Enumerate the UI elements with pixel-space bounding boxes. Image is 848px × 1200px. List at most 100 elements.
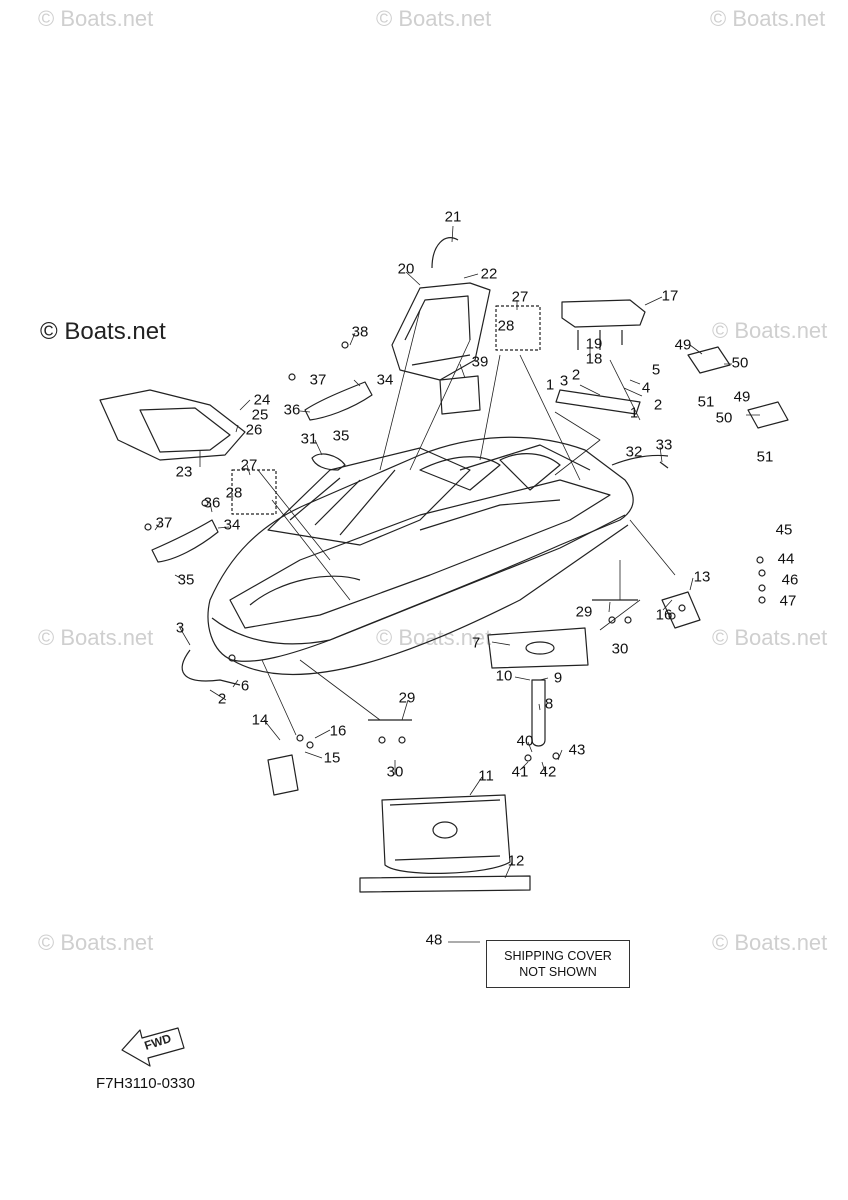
callout-2: 2 [571,366,581,384]
callout-38: 38 [351,323,369,341]
callout-2: 2 [217,690,227,708]
callout-1: 1 [545,376,555,394]
callout-22: 22 [480,265,498,283]
callout-18: 18 [585,350,603,368]
callout-28: 28 [497,317,515,335]
part-7-plate [487,627,589,669]
part-20-frame [391,282,491,381]
callout-15: 15 [323,749,341,767]
callout-44: 44 [777,550,795,568]
part-34-handle-lower [151,519,219,563]
hull-chine [211,514,626,645]
watermark: © Boats.net [712,625,828,650]
fwd-label: FWD [143,1031,174,1053]
part-34-handle-upper [304,381,373,421]
callout-7: 7 [471,634,481,652]
callout-16: 16 [655,606,673,624]
watermark: © Boats.net [38,625,154,650]
part-8-bracket [531,679,546,747]
callout-23: 23 [175,463,193,481]
shipping-cover-note: SHIPPING COVER NOT SHOWN [486,940,630,988]
part-49-pad-b [747,401,789,429]
callout-49: 49 [733,388,751,406]
part-32-tube [611,454,669,466]
callout-51: 51 [697,393,715,411]
callout-40: 40 [516,732,534,750]
callout-27: 27 [511,288,529,306]
part-2-hose [181,649,241,686]
callout-19: 19 [585,335,603,353]
callout-35: 35 [177,571,195,589]
callout-50: 50 [731,354,749,372]
watermark: © Boats.net [710,6,826,31]
callout-12: 12 [507,852,525,870]
callout-43: 43 [568,741,586,759]
callout-46: 46 [781,571,799,589]
callout-42: 42 [539,763,557,781]
windshield-outline [267,447,471,546]
callout-34: 34 [223,516,241,534]
part-14-latch [267,754,299,796]
part-21-cable [431,237,459,269]
callout-30: 30 [611,640,629,658]
callout-26: 26 [245,421,263,439]
callout-21: 21 [444,208,462,226]
callout-17: 17 [661,287,679,305]
callout-9: 9 [553,669,563,687]
callout-2: 2 [653,396,663,414]
callout-3: 3 [559,372,569,390]
callout-29: 29 [575,603,593,621]
fwd-arrow-icon: FWD [143,1031,174,1053]
callout-4: 4 [641,379,651,397]
note-line-2: NOT SHOWN [519,965,597,979]
callout-35: 35 [332,427,350,445]
callout-51: 51 [756,448,774,466]
part-23-cover [99,389,246,461]
callout-31: 31 [300,430,318,448]
callout-27: 27 [240,456,258,474]
callout-5: 5 [651,361,661,379]
callout-50: 50 [715,409,733,427]
callout-28: 28 [225,484,243,502]
part-11-bag [381,794,511,874]
callout-6: 6 [240,677,250,695]
part-12-strip [359,875,531,893]
callout-10: 10 [495,667,513,685]
callout-3: 3 [175,619,185,637]
diagram-code: F7H3110-0330 [96,1075,195,1092]
cockpit-outline [229,479,611,629]
callout-47: 47 [779,592,797,610]
callout-49: 49 [674,336,692,354]
callout-33: 33 [655,436,673,454]
callout-8: 8 [544,695,554,713]
callout-48: 48 [425,931,443,949]
callout-14: 14 [251,711,269,729]
watermark: © Boats.net [38,6,154,31]
callout-41: 41 [511,763,529,781]
callout-25: 25 [251,406,269,424]
callout-16: 16 [329,722,347,740]
hull-bottom [231,524,629,676]
callout-39: 39 [471,353,489,371]
watermark: © Boats.net [376,6,492,31]
callout-37: 37 [155,514,173,532]
part-49-pad-a [687,346,731,374]
callout-30: 30 [386,763,404,781]
callout-36: 36 [283,401,301,419]
callout-36: 36 [203,494,221,512]
note-line-1: SHIPPING COVER [504,949,612,963]
callout-11: 11 [478,767,494,785]
callout-37: 37 [309,371,327,389]
fwd-arrow-outline [121,1027,185,1067]
part-17-bracket [561,299,646,328]
callout-34: 34 [376,371,394,389]
watermark: © Boats.net [712,930,828,955]
boats-net-logo: © Boats.net [40,318,166,345]
part-1-rail [555,389,641,415]
watermark: © Boats.net [38,930,154,955]
callout-29: 29 [398,689,416,707]
watermark: © Boats.net [712,318,828,343]
callout-20: 20 [397,260,415,278]
